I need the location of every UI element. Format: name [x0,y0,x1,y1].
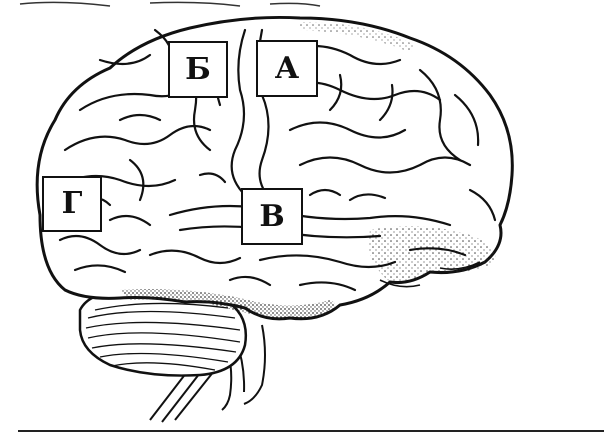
label-v-text: В [259,198,285,234]
lower-shading [120,289,335,320]
label-box-a: А [256,40,318,97]
label-box-v: В [241,188,303,245]
bottom-rule [18,430,604,432]
label-b-text: Б [185,51,211,87]
cortex-edge-detail [379,261,481,288]
label-a-text: А [274,50,300,86]
scan-artifact-top [19,1,321,7]
label-g-text: Г [61,186,83,221]
upper-shading [300,22,414,52]
cerebellum [78,289,248,377]
label-box-b: Б [168,41,228,98]
label-box-g: Г [42,176,102,232]
